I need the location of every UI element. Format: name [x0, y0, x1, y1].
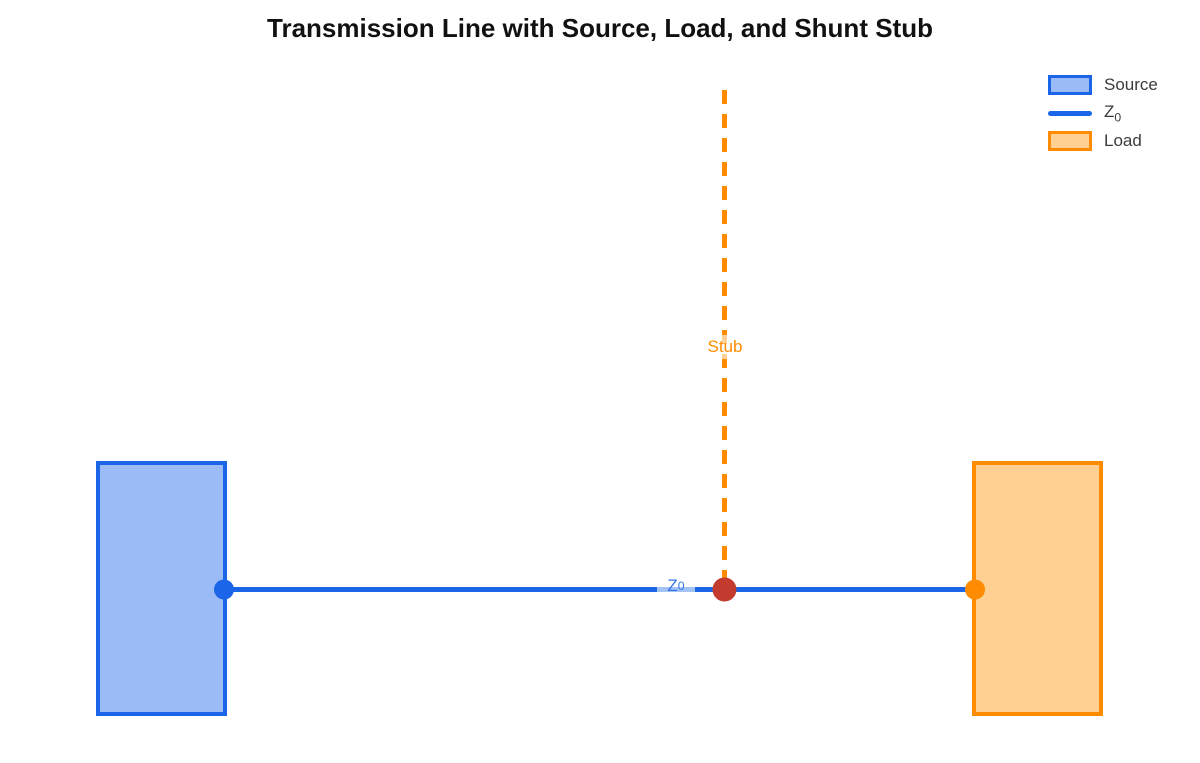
legend-label-z0-sub: 0 — [1114, 110, 1122, 125]
figure-title: Transmission Line with Source, Load, and… — [267, 13, 933, 43]
legend-item-z0[interactable]: Z0 — [1048, 99, 1158, 127]
legend: Source Z0 Load — [1048, 71, 1158, 155]
junction-node-dot — [712, 577, 737, 602]
z0-line-icon — [1048, 110, 1092, 116]
z0-label-sub: 0 — [677, 578, 685, 593]
source-rect — [96, 461, 227, 716]
legend-label-load: Load — [1104, 131, 1142, 150]
source-node-dot — [214, 579, 234, 600]
legend-label-source: Source — [1104, 75, 1158, 94]
legend-label-z0: Z0 — [1104, 102, 1121, 124]
load-node-dot — [965, 579, 985, 600]
source-swatch-icon — [1048, 75, 1092, 95]
legend-label-z0-main: Z — [1104, 101, 1115, 121]
load-rect — [972, 461, 1103, 716]
legend-item-load[interactable]: Load — [1048, 127, 1158, 155]
legend-item-source[interactable]: Source — [1048, 71, 1158, 99]
load-swatch-icon — [1048, 131, 1092, 151]
z0-label-main: Z — [667, 575, 678, 595]
stub-label: Stub — [703, 335, 747, 359]
